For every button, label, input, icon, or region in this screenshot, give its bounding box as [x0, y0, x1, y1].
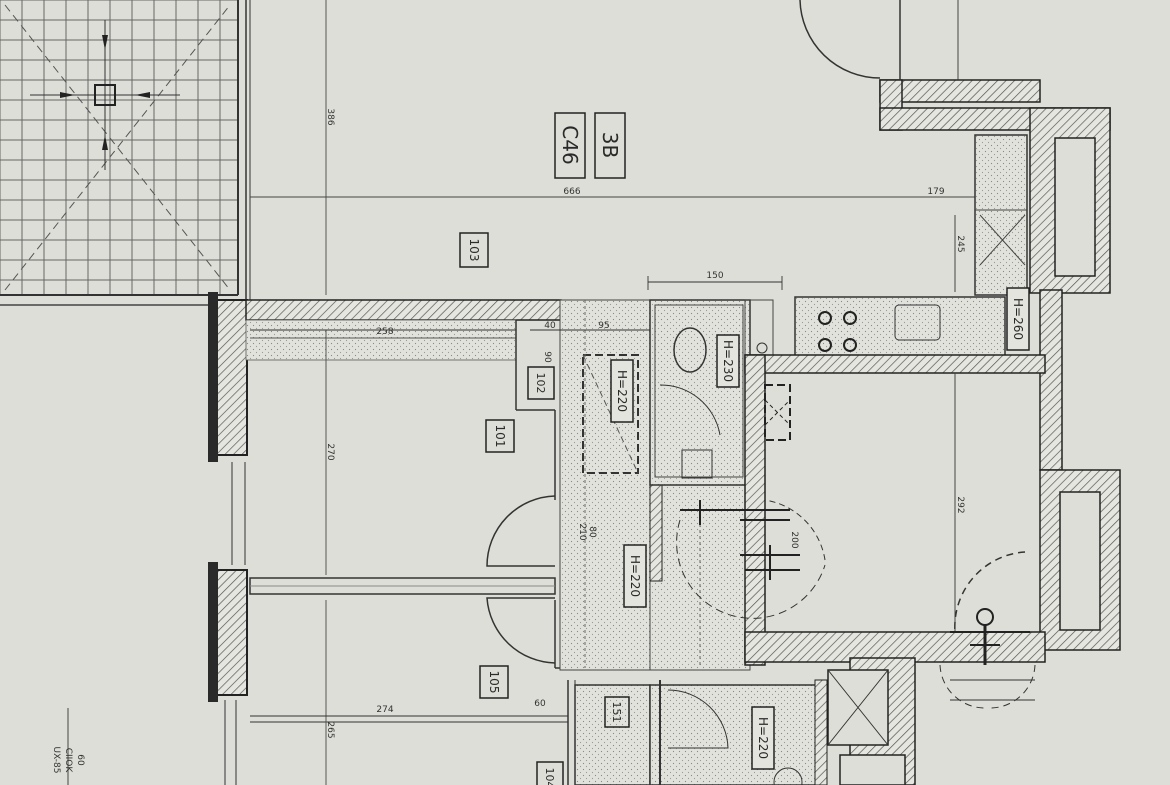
room-label-101: 101	[485, 419, 515, 453]
height-labels: H=260 H=230 H=220 H=220 H=220	[610, 287, 1030, 770]
dimension-text: 200	[789, 531, 799, 548]
height-bathroom: H=230	[721, 340, 735, 382]
dimension-text: 150	[706, 271, 723, 281]
room-label-151: 151	[604, 696, 630, 728]
drain-icon	[94, 84, 116, 106]
corner-note: 60 CIIOK UX-85	[51, 746, 85, 773]
dimension-text: 258	[376, 327, 393, 337]
stove-burner-icon	[843, 338, 857, 352]
room-label-105: 105	[479, 665, 509, 699]
note-line: CIIOK	[63, 748, 73, 774]
dimension-lines	[67, 0, 1035, 785]
note-line: UX-85	[51, 746, 61, 773]
kitchen	[794, 134, 1028, 358]
dimension-text: 210	[577, 523, 587, 540]
dimension-text: 90	[542, 351, 552, 363]
dimension-text: 245	[955, 235, 965, 252]
room-number: 101	[493, 425, 507, 448]
apartment-code: C46	[558, 125, 582, 164]
apartment-type: 3B	[598, 132, 622, 158]
dimension-text: 274	[376, 705, 393, 715]
sink-icon	[894, 304, 941, 341]
height-wc: H=220	[756, 717, 770, 759]
lower-rooms	[574, 679, 828, 785]
stove-burner-icon	[843, 311, 857, 325]
dimension-text: 179	[927, 187, 944, 197]
height-kitchen: H=260	[1011, 298, 1025, 340]
room-number: 151	[610, 702, 623, 723]
dimension-text: 40	[544, 321, 556, 331]
dimension-text: 292	[955, 496, 965, 513]
dimension-text: 386	[325, 108, 335, 125]
dimension-text: 666	[563, 187, 580, 197]
balcony-tiles	[0, 0, 239, 306]
dimension-labels: 666 179 386 245 150 258 40 95 270 292 27…	[325, 108, 965, 738]
room-label-104: 104	[536, 761, 564, 785]
room-labels: 103 101 102 105 151 104	[459, 232, 630, 785]
room-label-103: 103	[459, 232, 489, 268]
dimension-text: 95	[598, 321, 609, 331]
dimension-text: 60	[534, 699, 546, 709]
room-label-102: 102	[527, 366, 555, 400]
room-number: 103	[467, 239, 481, 262]
note-line: 60	[75, 754, 85, 766]
room-number: 104	[543, 768, 556, 785]
facade-wall	[208, 0, 251, 785]
toilet-icon	[681, 449, 713, 479]
stove-burner-icon	[818, 311, 832, 325]
dimension-text: 265	[325, 721, 335, 738]
height-corridor: H=220	[628, 555, 642, 597]
dimension-text: 80	[587, 526, 597, 538]
room-number: 105	[487, 671, 501, 694]
outer-walls-right	[744, 0, 1121, 785]
door-swings	[486, 0, 1036, 709]
bathroom	[649, 299, 774, 486]
dimension-text: 270	[325, 443, 335, 460]
utility-symbols	[680, 500, 1030, 665]
washbasin-icon	[673, 327, 707, 373]
height-hall: H=220	[615, 370, 629, 412]
stove-burner-icon	[818, 338, 832, 352]
apartment-labels: C46 3B	[554, 112, 626, 179]
room-number: 102	[534, 373, 547, 394]
